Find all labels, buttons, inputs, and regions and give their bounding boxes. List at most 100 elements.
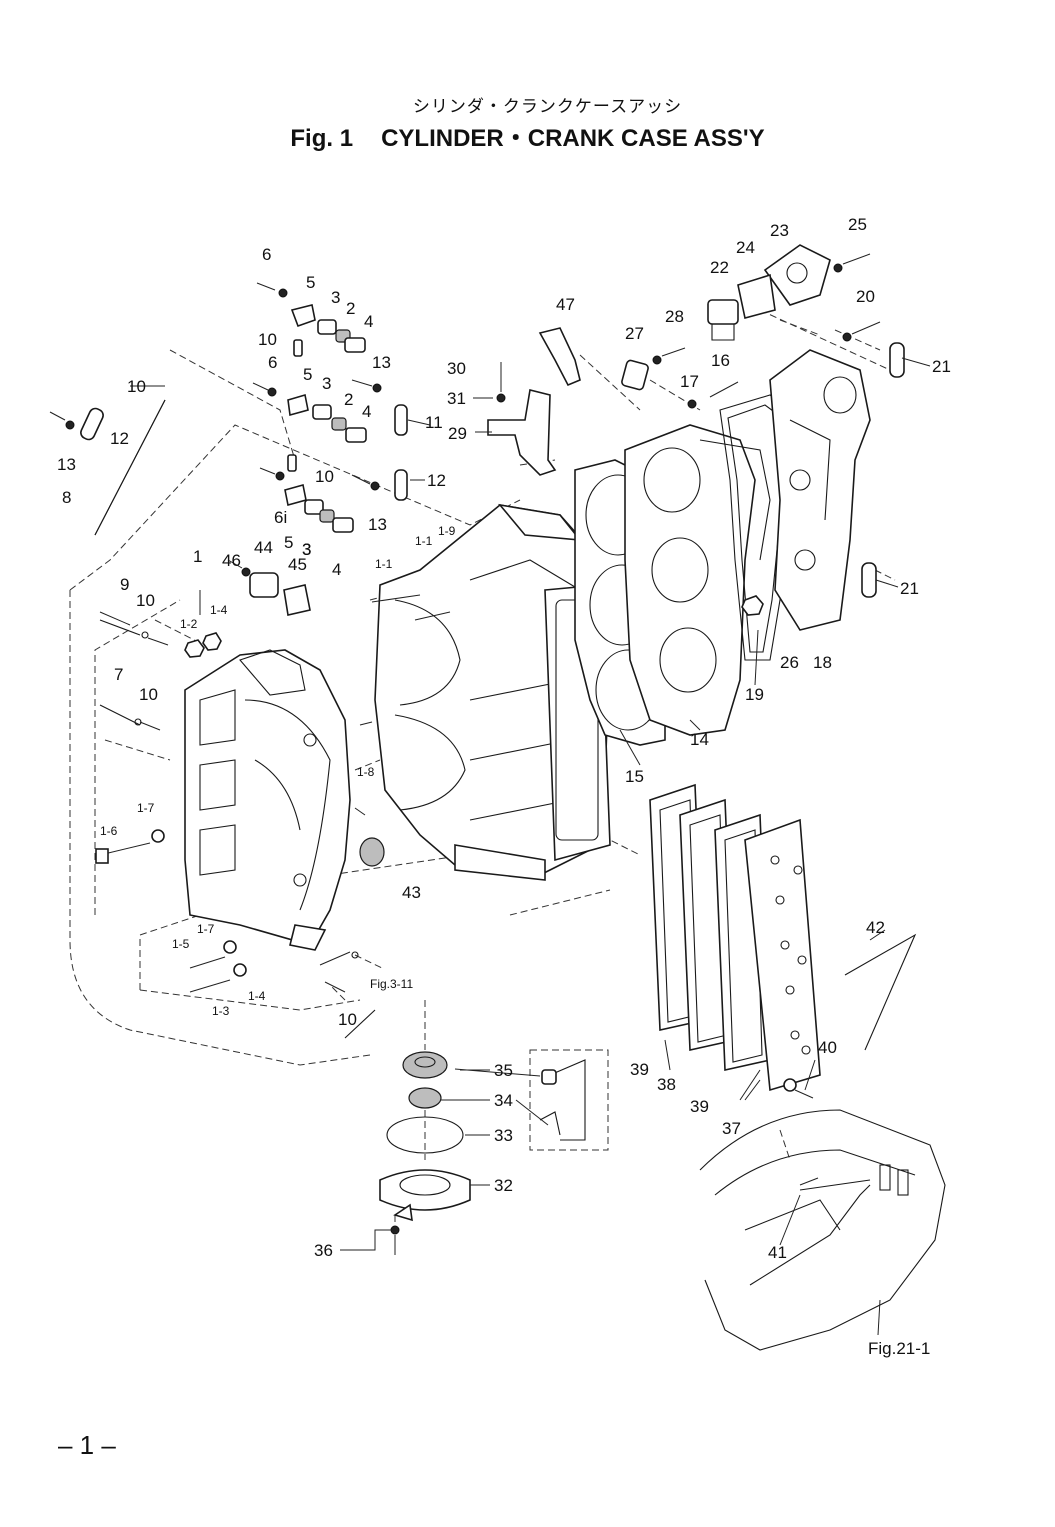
reference-fig-21-1: Fig.21-1 — [868, 1339, 930, 1358]
callout-labels: 6 5 3 2 4 10 6 5 13 3 2 4 11 10 12 13 10… — [57, 215, 951, 1358]
callout-4: 4 — [332, 560, 341, 579]
callout-38: 38 — [657, 1075, 676, 1094]
water-hoses — [94, 399, 917, 1051]
callout-3: 3 — [302, 540, 311, 559]
leader-lines — [130, 357, 931, 1336]
callout-5: 5 — [303, 365, 312, 384]
callout-13: 13 — [372, 353, 391, 372]
callout-18: 18 — [813, 653, 832, 672]
callout-1-1: 1-1 — [375, 557, 393, 571]
lower-seal-group — [379, 1051, 586, 1255]
callout-4: 4 — [364, 312, 373, 331]
callout-33: 33 — [494, 1126, 513, 1145]
callout-28: 28 — [665, 307, 684, 326]
figure-number: Fig. 1 — [290, 125, 354, 152]
callout-9: 9 — [120, 575, 129, 594]
callout-1-2: 1-2 — [180, 617, 198, 631]
callout-44: 44 — [254, 538, 273, 557]
callout-16: 16 — [711, 351, 730, 370]
callout-21: 21 — [932, 357, 951, 376]
callout-17: 17 — [680, 372, 699, 391]
callout-32: 32 — [494, 1176, 513, 1195]
callout-20: 20 — [856, 287, 875, 306]
callout-15: 15 — [625, 767, 644, 786]
callout-27: 27 — [625, 324, 644, 343]
reference-fig-3-11: Fig.3-11 — [370, 977, 413, 991]
callout-26: 26 — [780, 653, 799, 672]
callout-24: 24 — [736, 238, 755, 257]
callout-30: 30 — [447, 359, 466, 378]
callout-3: 3 — [331, 288, 340, 307]
figure-title: Fig. 1 CYLINDER・CRANK CASE ASS'Y — [0, 118, 1055, 153]
callout-13: 13 — [368, 515, 387, 534]
callout-39: 39 — [630, 1060, 649, 1079]
callout-14: 14 — [690, 730, 709, 749]
callout-6: 6 — [268, 353, 277, 372]
callout-1-4: 1-4 — [210, 603, 228, 617]
callout-1-1: 1-1 — [415, 534, 433, 548]
small-hardware — [49, 253, 905, 1186]
callout-1-8: 1-8 — [357, 765, 375, 779]
callout-1-7: 1-7 — [137, 801, 155, 815]
callout-10: 10 — [127, 377, 146, 396]
thermostat-housing — [707, 244, 831, 341]
callout-10: 10 — [338, 1010, 357, 1029]
crank-case — [184, 649, 351, 951]
callout-4: 4 — [362, 402, 371, 421]
callout-8: 8 — [62, 488, 71, 507]
callout-10: 10 — [139, 685, 158, 704]
title-japanese: シリンダ・クランクケースアッシ — [412, 97, 683, 117]
callout-31: 31 — [447, 389, 466, 408]
callout-47: 47 — [556, 295, 575, 314]
callout-29: 29 — [448, 424, 467, 443]
callout-40: 40 — [818, 1038, 837, 1057]
callout-5: 5 — [306, 273, 315, 292]
callout-2: 2 — [346, 299, 355, 318]
callout-21: 21 — [900, 579, 919, 598]
exhaust-cover — [744, 818, 821, 1092]
callout-3: 3 — [302, 540, 311, 559]
callout-12: 12 — [110, 429, 129, 448]
callout-2: 2 — [344, 390, 353, 409]
callout-1-3: 1-3 — [212, 1004, 230, 1018]
callout-39: 39 — [690, 1097, 709, 1116]
cylinder-head-cover — [769, 349, 871, 631]
callout-12: 12 — [427, 471, 446, 490]
callout-45: 45 — [288, 555, 307, 574]
callout-43: 43 — [402, 883, 421, 902]
callout-6: 6 — [262, 245, 271, 264]
callout-1-6: 1-6 — [100, 824, 118, 838]
callout-5: 5 — [284, 533, 293, 552]
exhaust-gaskets — [649, 783, 771, 1071]
cylinder-head — [624, 424, 771, 736]
callout-7: 7 — [114, 665, 123, 684]
callout-10: 10 — [258, 330, 277, 349]
lower-casing — [699, 1109, 946, 1351]
callout-19: 19 — [745, 685, 764, 704]
figure-caption: CYLINDER・CRANK CASE ASS'Y — [381, 125, 765, 152]
callout-6i: 6i — [274, 508, 287, 527]
callout-10: 10 — [315, 467, 334, 486]
callout-1: 1 — [193, 547, 202, 566]
callout-41: 41 — [768, 1243, 787, 1262]
callout-3: 3 — [322, 374, 331, 393]
callout-42: 42 — [866, 918, 885, 937]
callout-25: 25 — [848, 215, 867, 234]
callout-22: 22 — [710, 258, 729, 277]
callout-37: 37 — [722, 1119, 741, 1138]
callout-1-9: 1-9 — [438, 524, 456, 538]
callout-1-7: 1-7 — [197, 922, 215, 936]
callout-11: 11 — [425, 413, 443, 432]
page-number: – 1 – — [58, 1430, 116, 1460]
callout-13: 13 — [57, 455, 76, 474]
callout-10: 10 — [136, 591, 155, 610]
callout-1-5: 1-5 — [172, 937, 190, 951]
callout-46: 46 — [222, 551, 241, 570]
callout-34: 34 — [494, 1091, 513, 1110]
callout-35: 35 — [494, 1061, 513, 1080]
callout-23: 23 — [770, 221, 789, 240]
callout-1-4: 1-4 — [248, 989, 266, 1003]
callout-36: 36 — [314, 1241, 333, 1260]
